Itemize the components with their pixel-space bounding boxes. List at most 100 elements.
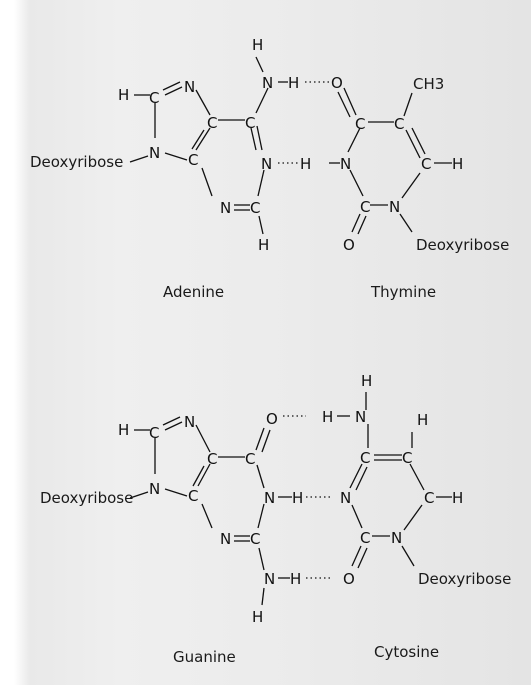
bond — [257, 169, 265, 197]
atom-c: C — [149, 89, 159, 107]
deoxyribose-label: Deoxyribose — [418, 570, 511, 588]
bond — [409, 463, 425, 491]
bond — [411, 127, 426, 155]
bond — [164, 86, 183, 96]
deoxyribose-label: Deoxyribose — [416, 236, 509, 254]
bond — [351, 545, 362, 567]
atom-n: N — [184, 413, 195, 431]
atom-h: H — [288, 74, 299, 92]
bond — [162, 416, 181, 426]
atom-c: C — [188, 151, 198, 169]
bond — [349, 463, 363, 489]
atom-h: H — [252, 608, 263, 626]
atom-c: C — [355, 115, 365, 133]
atom-n: N — [391, 529, 402, 547]
bond — [261, 587, 265, 606]
atom-o: O — [343, 236, 355, 254]
bond — [347, 127, 361, 153]
guanine-label: Guanine — [173, 648, 236, 666]
deoxyribose-label: Deoxyribose — [40, 489, 133, 507]
adenine-label: Adenine — [163, 283, 224, 301]
atom-c: C — [424, 489, 434, 507]
atom-c: C — [360, 529, 370, 547]
atom-n: N — [149, 144, 160, 162]
bond — [129, 491, 149, 499]
bond — [195, 127, 211, 151]
bond — [255, 427, 265, 451]
methyl-label: CH3 — [413, 75, 444, 93]
atom-n: N — [355, 408, 366, 426]
atom-n: N — [340, 155, 351, 173]
bond — [357, 215, 367, 235]
atom-h: H — [118, 421, 129, 439]
bond — [201, 503, 213, 529]
bond — [255, 56, 264, 73]
atom-c: C — [207, 450, 217, 468]
atom-n: N — [264, 489, 275, 507]
bond — [258, 547, 265, 571]
atom-n: N — [220, 199, 231, 217]
atom-o: O — [266, 410, 278, 428]
bond — [343, 87, 357, 116]
bond — [258, 215, 264, 235]
atom-c: C — [188, 487, 198, 505]
atom-n: N — [184, 78, 195, 96]
bond — [256, 464, 265, 489]
thymine-label: Thymine — [370, 283, 436, 301]
atom-c: C — [245, 114, 255, 132]
bond — [162, 81, 181, 91]
atom-n: N — [389, 198, 400, 216]
atom-o: O — [343, 570, 355, 588]
atom-n: N — [262, 74, 273, 92]
atom-n: N — [220, 530, 231, 548]
bond — [357, 547, 368, 569]
atom-n: N — [264, 570, 275, 588]
atom-c: C — [394, 115, 404, 133]
atom-n: N — [149, 480, 160, 498]
atom-h: H — [118, 86, 129, 104]
atom-n: N — [340, 489, 351, 507]
atom-c: C — [402, 449, 412, 467]
atom-c: C — [207, 114, 217, 132]
bond — [192, 465, 205, 487]
bond — [401, 545, 415, 567]
bond — [164, 488, 188, 497]
atom-h: H — [252, 36, 263, 54]
atom-h: H — [452, 155, 463, 173]
bond — [255, 87, 269, 114]
bond — [337, 91, 351, 118]
atom-n: N — [261, 155, 272, 173]
atom-h: H — [417, 411, 428, 429]
bond — [195, 424, 211, 453]
atom-c: C — [250, 199, 260, 217]
atom-c: C — [360, 449, 370, 467]
bond — [403, 504, 423, 531]
bond — [261, 429, 271, 453]
bond — [191, 129, 205, 150]
bond — [164, 421, 183, 431]
atom-h: H — [361, 372, 372, 390]
bond — [349, 169, 364, 197]
deoxyribose-label: Deoxyribose — [30, 153, 123, 171]
bond — [351, 213, 361, 233]
bond — [257, 503, 265, 529]
atom-c: C — [421, 155, 431, 173]
adenine-thymine-pair: H N H H C N C C N C N H N C H Deoxyribos… — [30, 36, 509, 301]
atom-h: H — [290, 570, 301, 588]
atom-c: C — [250, 530, 260, 548]
bond — [355, 466, 368, 491]
guanine-cytosine-pair: H C N O C C N C N H N C N H H Deoxyribos… — [40, 372, 511, 666]
atom-h: H — [300, 155, 311, 173]
atom-h: H — [258, 236, 269, 254]
bond — [399, 213, 413, 233]
atom-h: H — [322, 408, 333, 426]
atom-h: H — [452, 489, 463, 507]
atom-c: C — [360, 198, 370, 216]
atom-h: H — [292, 489, 303, 507]
bond — [405, 129, 421, 159]
bond — [195, 89, 211, 116]
bond — [129, 155, 149, 163]
atom-o: O — [331, 74, 343, 92]
